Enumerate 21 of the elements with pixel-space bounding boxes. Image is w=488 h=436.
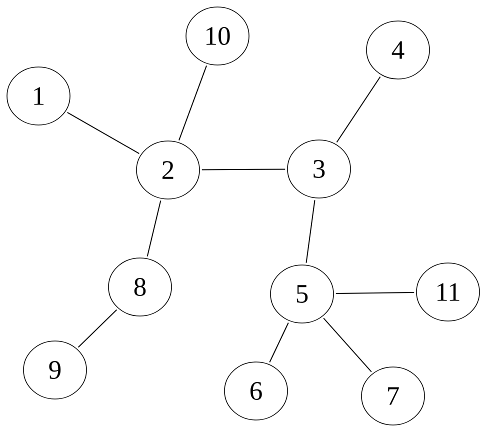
circle-node: 9 bbox=[23, 340, 87, 400]
connector-line bbox=[306, 200, 316, 264]
connector-line bbox=[323, 318, 372, 372]
circle-node: 2 bbox=[136, 140, 200, 200]
circle-node: 7 bbox=[361, 366, 425, 426]
circle-node: 5 bbox=[270, 264, 334, 324]
connector-line bbox=[66, 112, 140, 154]
connector-line bbox=[146, 200, 162, 257]
circle-node: 11 bbox=[416, 262, 480, 322]
connector-line bbox=[336, 76, 381, 143]
circle-node: 3 bbox=[287, 140, 351, 198]
connector-line bbox=[78, 309, 118, 348]
circle-node: 10 bbox=[186, 6, 250, 66]
circle-node: 8 bbox=[108, 258, 172, 316]
connector-line bbox=[269, 322, 289, 363]
connector-line bbox=[335, 292, 415, 294]
connector-line bbox=[178, 65, 208, 141]
connector-line bbox=[201, 168, 286, 170]
circle-node: 1 bbox=[6, 66, 70, 126]
circle-node: 4 bbox=[366, 20, 430, 80]
circle-node: 6 bbox=[224, 362, 288, 420]
